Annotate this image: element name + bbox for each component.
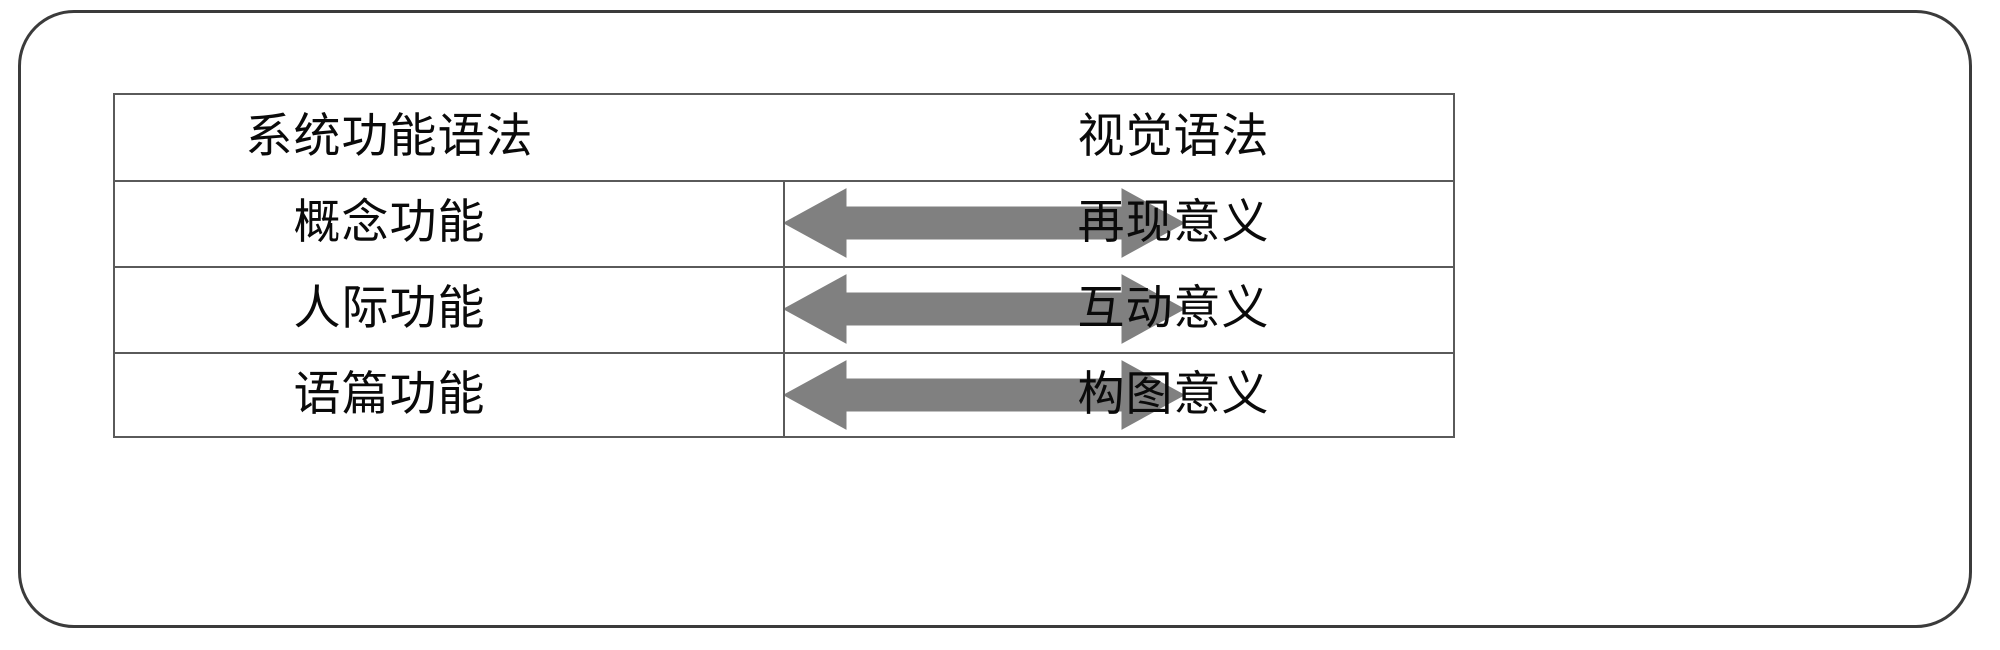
row-3-right-label: 构图意义 [1077, 368, 1270, 421]
table-header-row: 系统功能语法 视觉语法 [115, 95, 1453, 180]
row-1-left-label: 概念功能 [293, 196, 486, 249]
header-cell-visual-grammar: 视觉语法 [1077, 111, 1270, 163]
table-row: 语篇功能 构图意义 [115, 352, 1453, 438]
correspondence-table: 系统功能语法 视觉语法 概念功能 再现意义 人际功能 互动意义 语篇功能 构图意… [113, 93, 1455, 438]
row-3-left-label: 语篇功能 [293, 368, 486, 421]
row-1-right-label: 再现意义 [1077, 196, 1270, 249]
row-2-right-label: 互动意义 [1077, 282, 1270, 335]
table-row: 概念功能 再现意义 [115, 180, 1453, 266]
header-cell-systemic-functional-grammar: 系统功能语法 [245, 111, 534, 163]
row-2-left-label: 人际功能 [293, 282, 486, 335]
table-row: 人际功能 互动意义 [115, 266, 1453, 352]
